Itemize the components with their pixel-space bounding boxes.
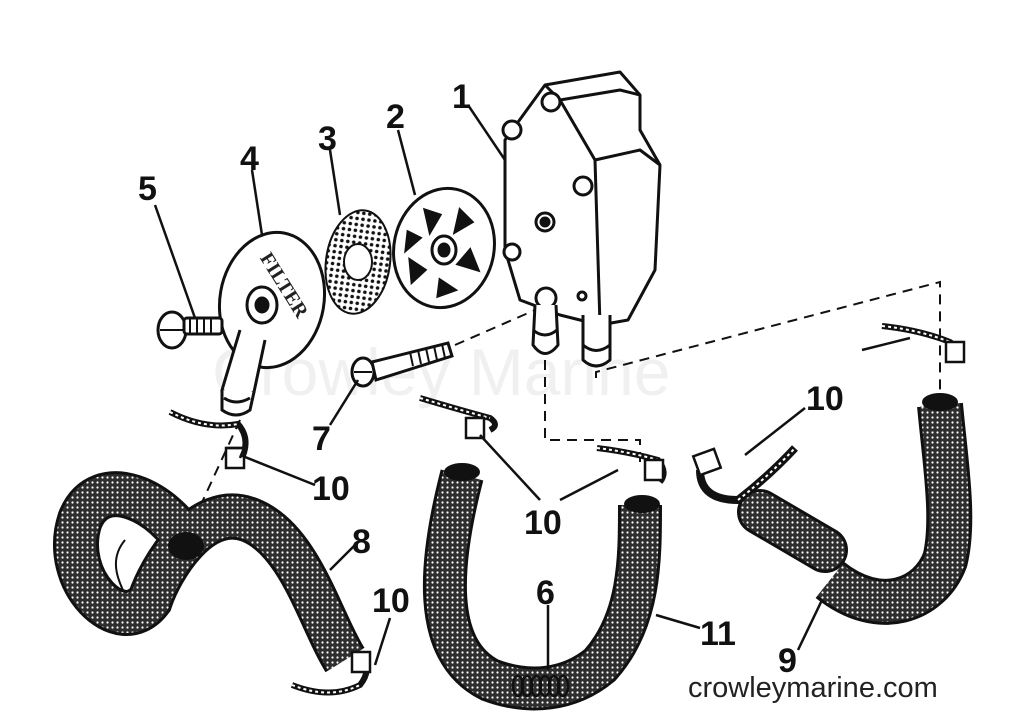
callout-10-bottom: 10 <box>372 582 410 620</box>
callout-8: 8 <box>352 523 371 561</box>
thumb-screw-icon <box>156 310 224 350</box>
callout-6: 6 <box>536 574 555 612</box>
leader-lines <box>153 104 911 670</box>
hose-clamp-icon <box>881 323 966 364</box>
filter-plate-icon <box>392 186 496 310</box>
callout-1: 1 <box>452 78 471 116</box>
callout-10-left: 10 <box>312 470 350 508</box>
filter-cover-icon: FILTER <box>217 230 327 417</box>
callout-2: 2 <box>386 98 405 136</box>
callout-10-right: 10 <box>806 380 844 418</box>
callout-3: 3 <box>318 120 337 158</box>
callout-4: 4 <box>240 140 259 178</box>
hose-clamp-icon <box>596 445 667 484</box>
site-url: crowleymarine.com <box>688 672 938 704</box>
hose-icon <box>737 393 973 625</box>
hose-clamp-icon <box>691 445 798 505</box>
bolt-icon <box>350 341 454 388</box>
filter-screen-icon <box>324 209 392 315</box>
spring-icon <box>511 674 570 698</box>
callout-9: 9 <box>778 642 797 680</box>
callout-11: 11 <box>700 615 736 653</box>
callout-10-center: 10 <box>524 504 562 542</box>
callout-labels: 1 2 3 4 5 6 7 8 9 10 10 10 10 11 <box>138 78 844 680</box>
hose-clamp-icon <box>168 409 249 470</box>
hose-clamp-icon <box>419 395 498 440</box>
hose-icon <box>53 471 365 673</box>
fuel-pump-icon <box>501 70 662 368</box>
callout-5: 5 <box>138 170 157 208</box>
hose-clamp-icon <box>290 650 372 696</box>
callout-7: 7 <box>312 420 331 458</box>
